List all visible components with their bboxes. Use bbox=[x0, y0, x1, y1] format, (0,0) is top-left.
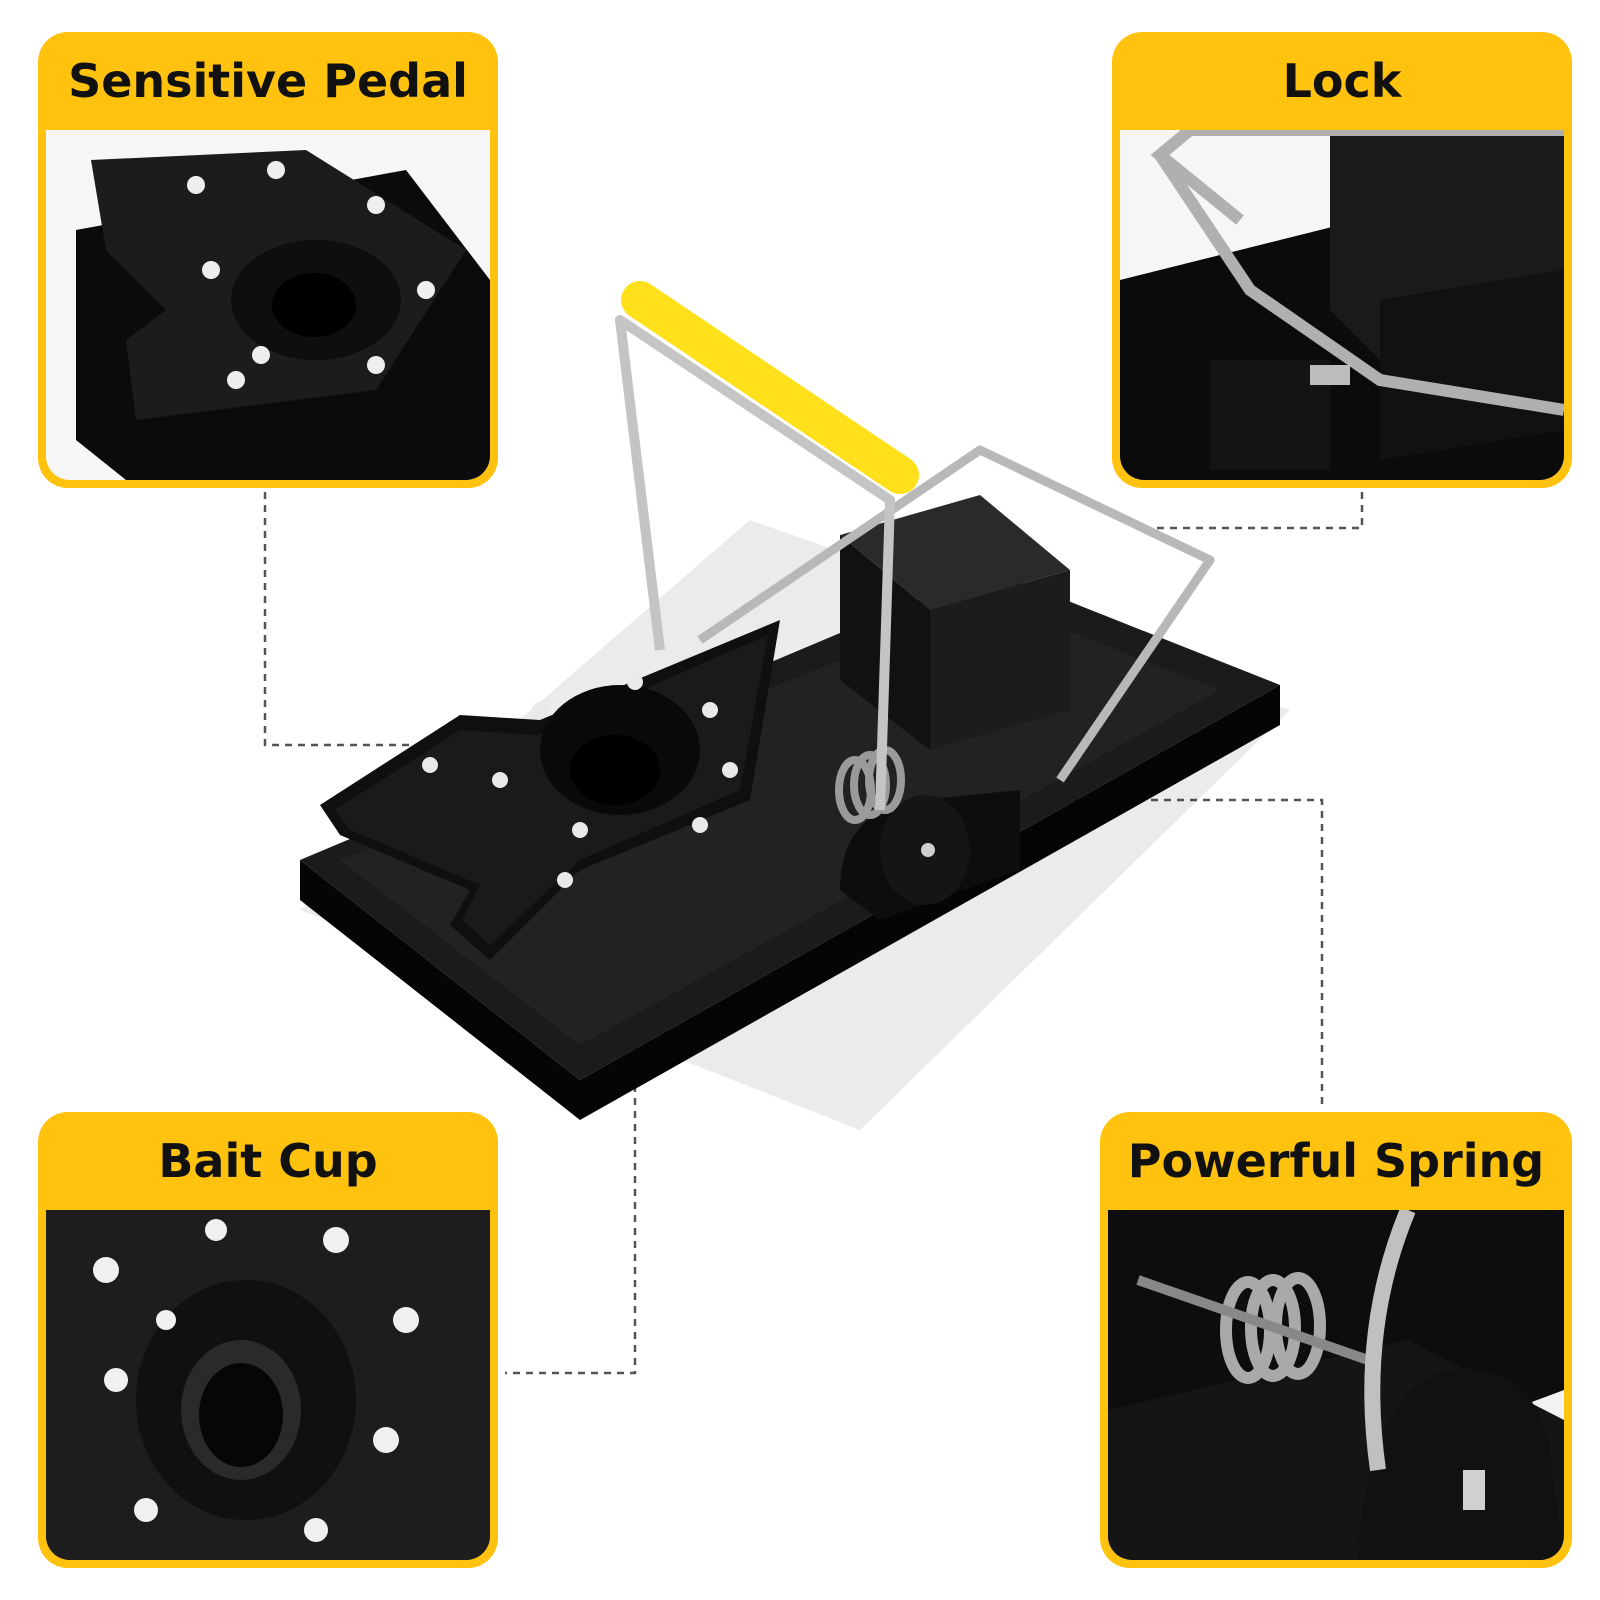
powerful-spring-closeup-image bbox=[1108, 1210, 1564, 1560]
callout-bait-cup: Bait Cup bbox=[38, 1112, 498, 1568]
sensitive-pedal-closeup-image bbox=[46, 130, 490, 480]
bait-cup-closeup-image bbox=[46, 1210, 490, 1560]
mouse-trap-image bbox=[300, 281, 1290, 1130]
callout-title-sensitive-pedal: Sensitive Pedal bbox=[68, 54, 468, 108]
callout-title-lock: Lock bbox=[1282, 54, 1402, 108]
callout-title-powerful-spring: Powerful Spring bbox=[1127, 1134, 1545, 1188]
callout-powerful-spring: Powerful Spring bbox=[1100, 1112, 1572, 1568]
callout-lock: Lock bbox=[1112, 32, 1572, 488]
callout-title-bait-cup: Bait Cup bbox=[158, 1134, 378, 1188]
callout-sensitive-pedal: Sensitive Pedal bbox=[38, 32, 498, 488]
lock-closeup-image bbox=[1120, 130, 1564, 480]
